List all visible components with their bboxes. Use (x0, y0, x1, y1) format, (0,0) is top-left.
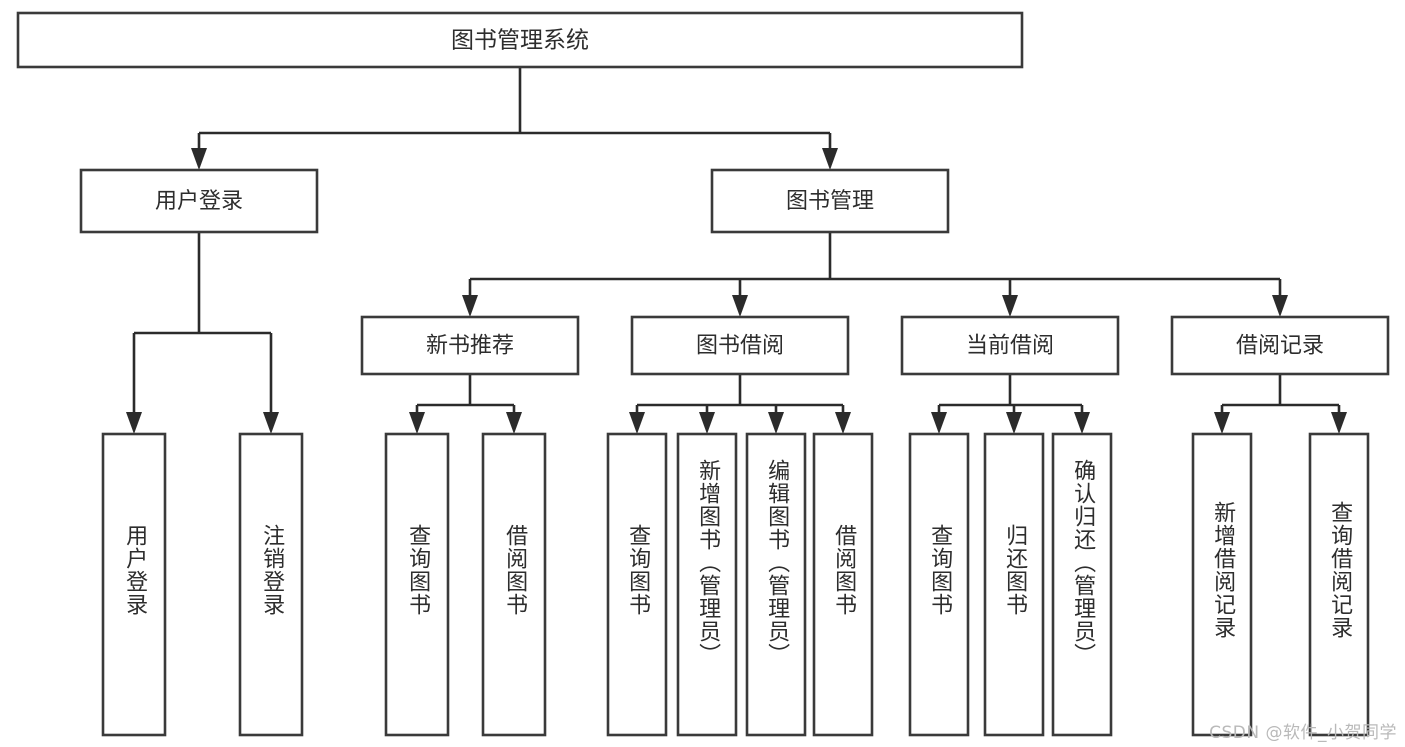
arrow-head-icon (462, 295, 478, 317)
node-label-borrow-record: 借阅记录 (1236, 334, 1324, 359)
node-label-current-borrow: 当前借阅 (966, 334, 1054, 359)
node-box-book-management[interactable] (710, 168, 950, 234)
arrow-head-icon (931, 412, 947, 434)
connector-conn-borrow-to-leaves (629, 374, 851, 434)
arrow-head-icon (1214, 412, 1230, 434)
node-box-user-login[interactable] (79, 168, 319, 234)
node-box-leaf-add-book-admin[interactable] (676, 432, 738, 737)
arrow-head-icon (835, 412, 851, 434)
arrow-head-icon (1002, 295, 1018, 317)
node-label-book-management: 图书管理 (786, 189, 874, 214)
arrow-head-icon (768, 412, 784, 434)
connector-conn-bookmgmt-to-level2 (462, 232, 1288, 317)
connector-conn-current-to-leaves (931, 374, 1090, 434)
node-box-leaf-query-book[interactable] (606, 432, 668, 737)
node-label-new-book-recommend: 新书推荐 (426, 334, 514, 359)
connector-layer (126, 67, 1347, 434)
node-box-layer (16, 11, 1390, 737)
csdn-watermark: CSDN @软件_小贺同学 (1209, 723, 1397, 743)
node-box-borrow-record[interactable] (1170, 315, 1390, 376)
node-box-leaf-query-borrow-record[interactable] (1308, 432, 1370, 737)
node-box-leaf-borrow-book-recommend[interactable] (481, 432, 547, 737)
connector-conn-record-to-leaves (1214, 374, 1347, 434)
arrow-head-icon (191, 148, 207, 170)
node-box-leaf-user-login[interactable] (101, 432, 167, 737)
arrow-head-icon (263, 412, 279, 434)
node-box-root[interactable] (16, 11, 1024, 69)
arrow-head-icon (506, 412, 522, 434)
node-box-leaf-confirm-return-admin[interactable] (1051, 432, 1113, 737)
arrow-head-icon (629, 412, 645, 434)
node-box-new-book-recommend[interactable] (360, 315, 580, 376)
node-box-leaf-edit-book-admin[interactable] (745, 432, 807, 737)
arrow-head-icon (699, 412, 715, 434)
arrow-head-icon (1272, 295, 1288, 317)
connector-conn-userlogin-to-leaves (126, 232, 279, 434)
arrow-head-icon (126, 412, 142, 434)
node-label-book-borrow: 图书借阅 (696, 334, 784, 359)
node-label-user-login: 用户登录 (155, 189, 243, 214)
node-label-root: 图书管理系统 (451, 28, 589, 54)
node-box-leaf-borrow-book[interactable] (812, 432, 874, 737)
node-box-leaf-add-borrow-record[interactable] (1191, 432, 1253, 737)
connector-conn-root-to-level1 (191, 67, 838, 170)
arrow-head-icon (732, 295, 748, 317)
node-box-current-borrow[interactable] (900, 315, 1120, 376)
arrow-head-icon (409, 412, 425, 434)
arrow-head-icon (1331, 412, 1347, 434)
arrow-head-icon (822, 148, 838, 170)
node-box-book-borrow[interactable] (630, 315, 850, 376)
arrow-head-icon (1074, 412, 1090, 434)
connector-conn-recommend-to-leaves (409, 374, 522, 434)
node-box-leaf-return-book[interactable] (983, 432, 1045, 737)
node-box-leaf-user-logout[interactable] (238, 432, 304, 737)
node-box-leaf-query-book-current[interactable] (908, 432, 970, 737)
arrow-head-icon (1006, 412, 1022, 434)
node-box-leaf-query-book-recommend[interactable] (384, 432, 450, 737)
